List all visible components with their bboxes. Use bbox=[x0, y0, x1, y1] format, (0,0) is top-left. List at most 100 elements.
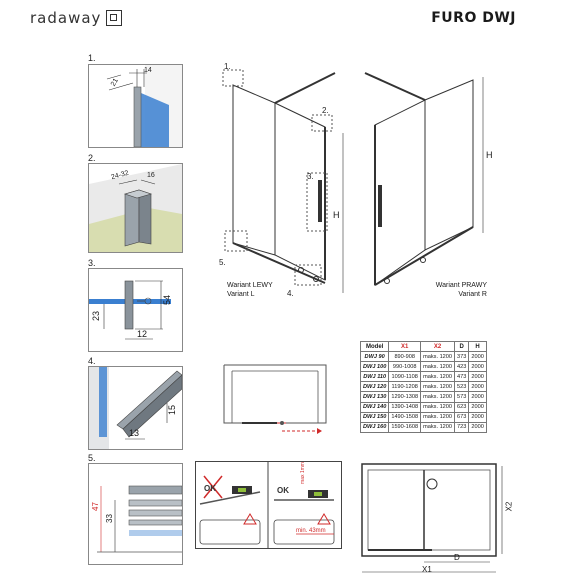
step-4-dim-13: 13 bbox=[129, 428, 140, 438]
step-4-panel: 15 13 bbox=[88, 366, 183, 450]
cell-x2: maks. 1200 bbox=[420, 381, 456, 393]
cell-h: 2000 bbox=[468, 371, 487, 383]
plan-x1-label: X1 bbox=[422, 565, 432, 574]
step-5-panel: 47 33 bbox=[88, 463, 183, 565]
cell-d: 473 bbox=[454, 371, 470, 383]
step-2-dim-16: 16 bbox=[147, 172, 155, 179]
cell-x1: 890-908 bbox=[388, 351, 422, 363]
step-3-dim-54: 54 bbox=[162, 294, 173, 306]
step-4-label: 4. bbox=[88, 356, 96, 366]
cell-model: DWJ 150 bbox=[359, 411, 390, 423]
max-1mm-label: max 1mm bbox=[299, 462, 306, 484]
cell-x2: maks. 1200 bbox=[420, 371, 456, 383]
step-5-dim-47: 47 bbox=[90, 502, 100, 511]
cell-x2: maks. 1200 bbox=[420, 351, 456, 363]
callout-3: 3. bbox=[307, 172, 314, 181]
cell-x1: 1090-1108 bbox=[388, 371, 422, 383]
cell-model: DWJ 130 bbox=[359, 391, 390, 403]
ok-label: OK bbox=[277, 486, 289, 495]
step-4-illustration bbox=[89, 367, 182, 449]
plan-view bbox=[361, 463, 503, 573]
cell-x2: maks. 1200 bbox=[420, 411, 456, 423]
cell-h: 2000 bbox=[468, 351, 487, 363]
callout-1: 1. bbox=[224, 62, 231, 71]
variant-drawings bbox=[222, 69, 484, 293]
variant-left-line1: Wariant LEWY bbox=[227, 282, 273, 289]
step-5-label: 5. bbox=[88, 453, 96, 463]
level-check-illustration bbox=[199, 462, 335, 548]
cell-d: 523 bbox=[454, 381, 470, 393]
cell-model: DWJ 90 bbox=[359, 351, 390, 363]
header-model: Model bbox=[359, 340, 390, 353]
cell-h: 2000 bbox=[468, 401, 487, 413]
cell-x2: maks. 1200 bbox=[420, 421, 456, 433]
header-h: H bbox=[468, 340, 487, 353]
plan-d-label: D bbox=[454, 553, 460, 562]
header-x1: X1 bbox=[388, 340, 422, 353]
callout-4: 4. bbox=[287, 289, 294, 298]
callout-2: 2. bbox=[322, 106, 329, 115]
step-5-dim-33: 33 bbox=[104, 514, 114, 523]
left-height-label: H bbox=[333, 210, 340, 220]
cell-model: DWJ 100 bbox=[359, 361, 390, 373]
cell-x2: maks. 1200 bbox=[420, 401, 456, 413]
header-x2: X2 bbox=[420, 340, 456, 353]
step-3-dim-23: 23 bbox=[91, 310, 102, 322]
cell-x1: 990-1008 bbox=[388, 361, 422, 373]
product-title: FURO DWJ bbox=[431, 10, 516, 26]
cell-x1: 1490-1508 bbox=[388, 411, 422, 423]
variant-left-line2: Variant L bbox=[227, 291, 255, 298]
cell-h: 2000 bbox=[468, 381, 487, 393]
step-3-label: 3. bbox=[88, 258, 96, 268]
brand-name: radaway bbox=[30, 9, 102, 27]
cell-d: 423 bbox=[454, 361, 470, 373]
plan-x2-label: X2 bbox=[504, 501, 514, 512]
cell-h: 2000 bbox=[468, 361, 487, 373]
cell-x1: 1190-1208 bbox=[388, 381, 422, 393]
step-3-panel: 54 23 12 bbox=[88, 268, 183, 352]
cell-d: 573 bbox=[454, 391, 470, 403]
callout-5: 5. bbox=[219, 258, 226, 267]
step-1-label: 1. bbox=[88, 53, 96, 63]
variant-right-line1: Wariant PRAWY bbox=[435, 282, 487, 289]
spec-table-header: Model X1 X2 D H bbox=[359, 340, 487, 353]
cell-model: DWJ 160 bbox=[359, 421, 390, 433]
cell-d: 623 bbox=[454, 401, 470, 413]
cell-x1: 1390-1408 bbox=[388, 401, 422, 413]
cell-model: DWJ 120 bbox=[359, 381, 390, 393]
step-3-dim-12: 12 bbox=[137, 329, 148, 339]
cell-h: 2000 bbox=[468, 391, 487, 403]
header-d: D bbox=[454, 340, 470, 353]
cell-d: 723 bbox=[454, 421, 470, 433]
wall-position-diagram bbox=[223, 364, 327, 434]
cell-h: 2000 bbox=[468, 411, 487, 423]
variant-left-caption: Wariant LEWY Variant L bbox=[227, 281, 273, 299]
step-4-dim-15: 15 bbox=[167, 404, 178, 416]
cell-x1: 1590-1608 bbox=[388, 421, 422, 433]
cell-model: DWJ 110 bbox=[359, 371, 390, 383]
cell-model: DWJ 140 bbox=[359, 401, 390, 413]
step-3-illustration bbox=[89, 280, 171, 340]
brand: radaway bbox=[30, 9, 123, 27]
step-2-illustration bbox=[89, 164, 182, 252]
cell-x2: maks. 1200 bbox=[420, 361, 456, 373]
cell-d: 373 bbox=[454, 351, 470, 363]
variant-right-caption: Wariant PRAWY Variant R bbox=[425, 281, 487, 299]
step-5-illustration bbox=[97, 485, 182, 553]
brand-logo-icon bbox=[106, 10, 123, 26]
step-1-illustration bbox=[106, 65, 182, 147]
cell-h: 2000 bbox=[468, 421, 487, 433]
step-2-label: 2. bbox=[88, 153, 96, 163]
cell-d: 673 bbox=[454, 411, 470, 423]
step-1-dim-14: 14 bbox=[144, 67, 152, 74]
level-check-panel: OK OK min. 43mm max 1mm bbox=[195, 461, 342, 549]
